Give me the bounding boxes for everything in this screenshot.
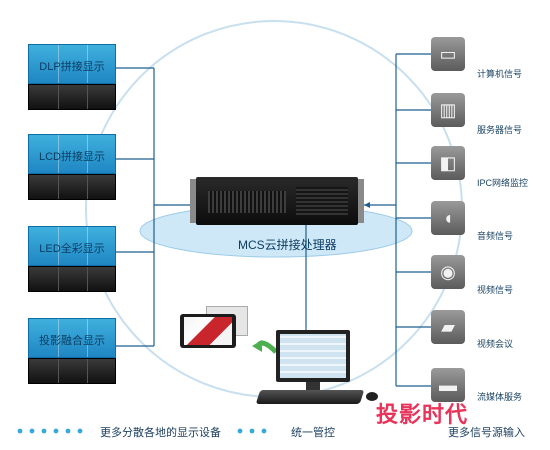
source-label: 视频会议	[477, 339, 514, 349]
display-wall-led: LED全彩显示	[28, 226, 116, 292]
conference-source: ▰	[431, 310, 465, 344]
source-label: 计算机信号	[477, 69, 523, 79]
source-label: 视频信号	[477, 285, 514, 295]
control-label: 统一管控	[291, 427, 335, 439]
computer-source: ▭	[431, 37, 465, 71]
computer-icon: ▭	[439, 44, 457, 64]
mouse	[366, 392, 378, 401]
streaming-source: ▬	[431, 368, 465, 402]
microphone-icon: ◖	[442, 208, 454, 228]
ip-camera-icon: ◧	[439, 153, 457, 173]
monitor-stand	[306, 382, 320, 390]
mcs-processor-unit	[190, 177, 364, 225]
keyboard	[255, 390, 365, 404]
display-wall-lcd: LCD拼接显示	[28, 134, 116, 200]
server-source: ▥	[431, 93, 465, 127]
tablet-device	[180, 314, 236, 348]
display-wall-dlp: DLP拼接显示	[28, 44, 116, 110]
audio-source: ◖	[431, 201, 465, 235]
display-label: DLP拼接显示	[39, 61, 105, 73]
video-source: ◉	[431, 255, 465, 289]
video-conference-icon: ▰	[441, 317, 455, 337]
streaming-media-icon: ▬	[439, 375, 457, 395]
display-label: 投影融合显示	[39, 335, 105, 347]
source-label: IPC网络监控	[477, 178, 529, 188]
display-wall-projection: 投影融合显示	[28, 318, 116, 384]
monitor	[276, 330, 350, 382]
server-rack-icon: ▥	[439, 100, 457, 120]
bottom-right-caption: 更多信号源输入	[448, 427, 525, 439]
display-label: LCD拼接显示	[38, 151, 105, 163]
watermark-logo: 投影时代	[376, 403, 469, 428]
source-label: 流媒体服务	[477, 392, 523, 402]
dome-camera-icon: ◉	[440, 262, 456, 282]
display-label: LED全彩显示	[39, 243, 105, 255]
source-label: 服务器信号	[477, 125, 523, 135]
processor-label: MCS云拼接处理器	[238, 238, 337, 252]
source-label: 音频信号	[477, 231, 514, 241]
ipc-source: ◧	[431, 146, 465, 180]
bottom-left-caption: 更多分散各地的显示设备	[100, 427, 221, 439]
